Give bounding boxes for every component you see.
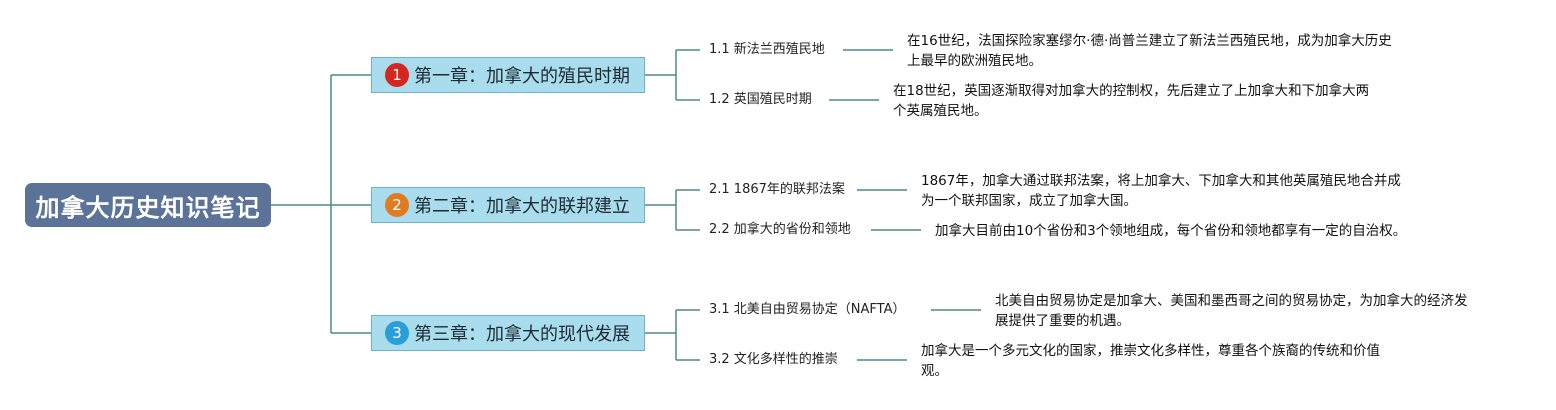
desc-line: 加拿大目前由10个省份和3个领地组成，每个省份和领地都享有一定的自治权。 [935,223,1407,239]
topic-2-2-desc: 加拿大目前由10个省份和3个领地组成，每个省份和领地都享有一定的自治权。 [935,221,1406,241]
desc-line: 北美自由贸易协定是加拿大、美国和墨西哥之间的贸易协定，为加拿大的经济发 [995,293,1468,309]
desc-line: 展提供了重要的机遇。 [995,313,1130,329]
topic-1-2-desc: 在18世纪，英国逐渐取得对加拿大的控制权，先后建立了上加拿大和下加拿大两 个英属… [893,81,1369,121]
topic-1-2[interactable]: 1.2 英国殖民时期 [709,92,812,107]
chapter-1-number-badge: 1 [385,63,409,87]
chapter-2-title: 第二章：加拿大的联邦建立 [414,196,630,217]
chapter-3-node[interactable]: 3 第三章：加拿大的现代发展 [371,315,645,351]
desc-line: 在16世纪，法国探险家塞缪尔·德·尚普兰建立了新法兰西殖民地，成为加拿大历史 [907,33,1392,49]
desc-line: 为一个联邦国家，成立了加拿大国。 [921,193,1137,209]
chapter-1-title: 第一章：加拿大的殖民时期 [414,66,630,87]
topic-3-1[interactable]: 3.1 北美自由贸易协定（NAFTA） [709,302,906,317]
topic-2-2[interactable]: 2.2 加拿大的省份和领地 [709,222,851,237]
chapter-3-title: 第三章：加拿大的现代发展 [414,324,630,345]
chapter-2-node[interactable]: 2 第二章：加拿大的联邦建立 [371,187,645,223]
topic-2-1-desc: 1867年，加拿大通过联邦法案，将上加拿大、下加拿大和其他英属殖民地合并成 为一… [921,171,1401,211]
desc-line: 上最早的欧洲殖民地。 [907,53,1042,69]
chapter-1-node[interactable]: 1 第一章：加拿大的殖民时期 [371,57,645,93]
desc-line: 1867年，加拿大通过联邦法案，将上加拿大、下加拿大和其他英属殖民地合并成 [921,173,1401,189]
desc-line: 在18世纪，英国逐渐取得对加拿大的控制权，先后建立了上加拿大和下加拿大两 [893,83,1370,99]
root-title: 加拿大历史知识笔记 [35,193,261,222]
desc-line: 观。 [921,363,948,379]
chapter-3-number-badge: 3 [385,321,409,345]
topic-3-2-desc: 加拿大是一个多元文化的国家，推崇文化多样性，尊重各个族裔的传统和价值 观。 [921,341,1380,381]
topic-3-1-desc: 北美自由贸易协定是加拿大、美国和墨西哥之间的贸易协定，为加拿大的经济发 展提供了… [995,291,1468,331]
topic-1-1-desc: 在16世纪，法国探险家塞缪尔·德·尚普兰建立了新法兰西殖民地，成为加拿大历史 上… [907,31,1392,71]
topic-1-1[interactable]: 1.1 新法兰西殖民地 [709,42,825,57]
topic-2-1[interactable]: 2.1 1867年的联邦法案 [709,182,845,197]
topic-3-2[interactable]: 3.2 文化多样性的推崇 [709,352,838,367]
desc-line: 加拿大是一个多元文化的国家，推崇文化多样性，尊重各个族裔的传统和价值 [921,343,1380,359]
root-node[interactable]: 加拿大历史知识笔记 [25,183,271,227]
chapter-2-number-badge: 2 [385,193,409,217]
desc-line: 个英属殖民地。 [893,103,988,119]
